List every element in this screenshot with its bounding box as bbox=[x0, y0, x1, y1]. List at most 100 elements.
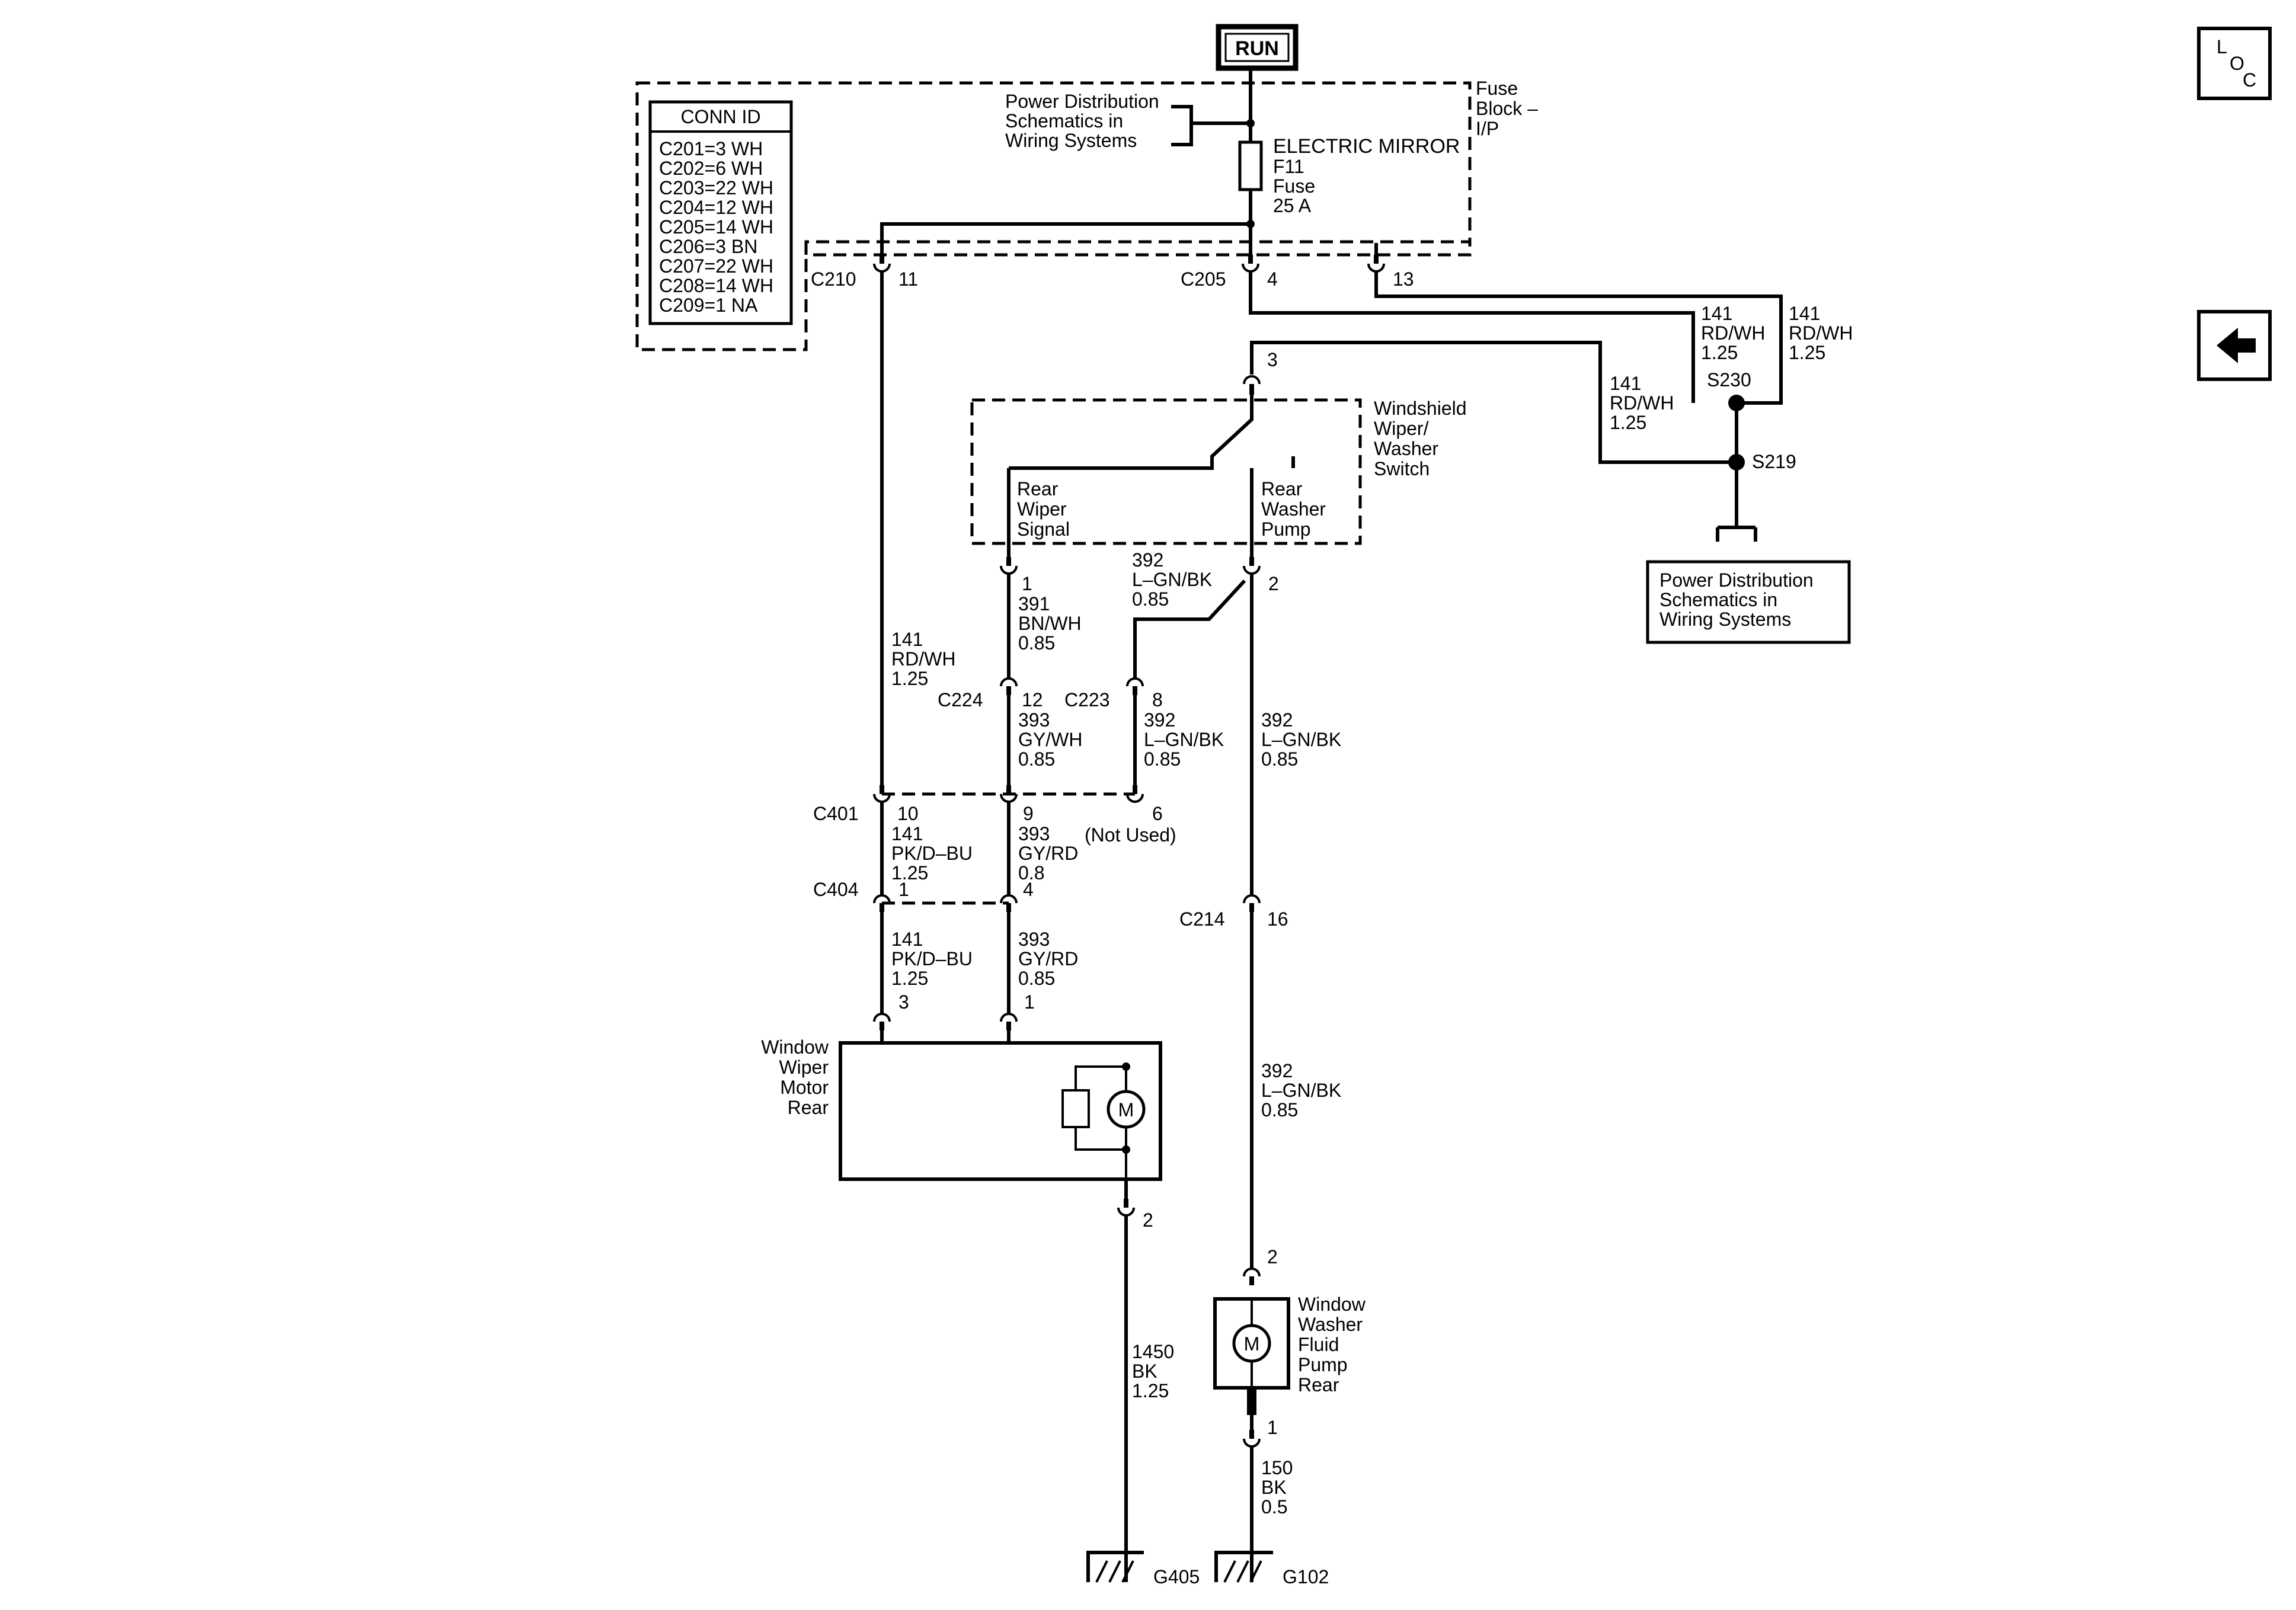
wire-label: RD/WH bbox=[1701, 322, 1765, 344]
wire-label: 141 bbox=[891, 629, 923, 650]
conn-id-title: CONN ID bbox=[680, 106, 760, 127]
motor-pin2-icon bbox=[1117, 1207, 1135, 1217]
motor-symbol: M bbox=[1118, 1099, 1134, 1121]
conn-id-entry: C205=14 WH bbox=[659, 216, 773, 238]
wire-label: 1.25 bbox=[891, 968, 928, 989]
connector-symbols bbox=[873, 255, 1385, 1448]
loc-letter-c: C bbox=[2243, 69, 2256, 91]
wiper-motor-rear: Window Wiper Motor Rear M bbox=[761, 1036, 1162, 1181]
switch-pin1: 1 bbox=[1022, 573, 1032, 594]
g405-label: G405 bbox=[1153, 1566, 1200, 1587]
wire-label: L–GN/BK bbox=[1144, 729, 1224, 750]
back-button[interactable] bbox=[2197, 310, 2272, 381]
motor-label-4: Rear bbox=[788, 1097, 829, 1118]
splice-s230: S230 bbox=[1707, 369, 1751, 391]
pd-reference-box: Power Distribution Schematics in Wiring … bbox=[1646, 560, 1851, 644]
c404-label: C404 bbox=[813, 879, 859, 900]
pump-label-2: Washer bbox=[1298, 1314, 1363, 1335]
g102-label: G102 bbox=[1283, 1566, 1329, 1587]
pump-pin2: 2 bbox=[1267, 1246, 1278, 1267]
connector-c404-pin4-icon bbox=[1000, 894, 1018, 904]
wires bbox=[880, 68, 1783, 1582]
fuse-block-label-2: Block – bbox=[1476, 98, 1538, 119]
motor-label-1: Window bbox=[761, 1036, 829, 1058]
switch-label-1: Windshield bbox=[1374, 398, 1467, 419]
pd-ref-line-1: Power Distribution bbox=[1005, 91, 1159, 112]
fuse-line-1: ELECTRIC MIRROR bbox=[1273, 135, 1460, 158]
wire-label: 1.25 bbox=[1701, 342, 1738, 363]
c214-pin: 16 bbox=[1267, 908, 1288, 930]
c224-label: C224 bbox=[938, 689, 983, 710]
fuse-line-2: F11 bbox=[1273, 156, 1304, 177]
connector-labels: C210 11 C205 4 13 3 1 2 C224 12 C223 8 C… bbox=[811, 268, 1414, 1438]
switch-label-2: Wiper/ bbox=[1374, 418, 1429, 439]
switch-pin3: 3 bbox=[1267, 349, 1278, 370]
c223-label: C223 bbox=[1064, 689, 1110, 710]
wire-label: RD/WH bbox=[1789, 322, 1853, 344]
c401-label: C401 bbox=[813, 803, 859, 824]
not-used-label: (Not Used) bbox=[1085, 824, 1176, 846]
wire-label: 1450 bbox=[1132, 1341, 1174, 1362]
wire-label: 393 bbox=[1018, 709, 1050, 731]
connector-c401-pin6-icon bbox=[1126, 793, 1144, 803]
washer-pump-rear: M Window Washer Fluid Pump Rear bbox=[1213, 1294, 1366, 1415]
pd-box-line-1: Power Distribution bbox=[1659, 569, 1814, 591]
wire-label: GY/WH bbox=[1018, 729, 1082, 750]
connector-c404-pin1-icon bbox=[873, 894, 891, 904]
c401-pin10: 10 bbox=[897, 803, 919, 824]
switch-pin2-icon bbox=[1243, 565, 1261, 575]
connector-c223-icon bbox=[1126, 677, 1144, 687]
conn-id-entry: C201=3 WH bbox=[659, 138, 763, 159]
pump-label-4: Pump bbox=[1298, 1354, 1348, 1375]
rear-wiper-line-3: Signal bbox=[1017, 518, 1070, 540]
rear-wiper-line-1: Rear bbox=[1017, 478, 1059, 500]
ground-icon bbox=[1223, 1560, 1262, 1583]
conn-id-entry: C208=14 WH bbox=[659, 275, 773, 296]
wire-label: BK bbox=[1132, 1361, 1157, 1382]
c404-pin4: 4 bbox=[1023, 879, 1034, 900]
motor-icon bbox=[1107, 1090, 1146, 1129]
connector-c401-pin9-icon bbox=[1000, 793, 1018, 803]
switch-pin1-icon bbox=[1000, 565, 1018, 575]
motor-pin1-icon bbox=[1000, 1013, 1018, 1022]
wire-label: 141 bbox=[1701, 303, 1732, 324]
connector-c210-icon bbox=[873, 263, 891, 273]
ground-g405: G405 bbox=[1086, 1551, 1200, 1587]
connector-c205-pin13-icon bbox=[1367, 263, 1385, 273]
wire-label: 392 bbox=[1144, 709, 1175, 731]
conn-id-entry: C207=22 WH bbox=[659, 255, 773, 277]
wire-label: 0.85 bbox=[1018, 632, 1055, 654]
switch-label-3: Washer bbox=[1374, 438, 1438, 459]
wire-label: 0.85 bbox=[1132, 588, 1169, 610]
wire-label: GY/RD bbox=[1018, 948, 1078, 969]
wire-label: BN/WH bbox=[1018, 613, 1082, 634]
c401-pin6: 6 bbox=[1152, 803, 1163, 824]
motor-pin3-icon bbox=[873, 1013, 891, 1022]
pump-label-3: Fluid bbox=[1298, 1334, 1339, 1355]
conn-id-entry: C204=12 WH bbox=[659, 197, 773, 218]
run-power-source: RUN bbox=[1216, 24, 1299, 71]
switch-pin2: 2 bbox=[1268, 573, 1279, 594]
c205-pin4: 4 bbox=[1267, 268, 1278, 290]
motor-pin2: 2 bbox=[1143, 1209, 1153, 1231]
arrow-left-icon bbox=[2217, 328, 2256, 363]
pump-label-1: Window bbox=[1298, 1294, 1366, 1315]
c404-pin1: 1 bbox=[898, 879, 909, 900]
c401-pin9: 9 bbox=[1023, 803, 1034, 824]
wire-label: 1.25 bbox=[1789, 342, 1825, 363]
connector-c214-icon bbox=[1243, 894, 1261, 904]
wire-label: 0.85 bbox=[1018, 968, 1055, 989]
wire-label: 393 bbox=[1018, 929, 1050, 950]
ground-g102: G102 bbox=[1214, 1551, 1329, 1587]
loc-button[interactable]: L O C bbox=[2197, 27, 2272, 100]
pump-pin1: 1 bbox=[1267, 1417, 1278, 1438]
splice-s219: S219 bbox=[1752, 451, 1796, 472]
wire-labels: 141 RD/WH 1.25 141 RD/WH 1.25 141 RD/WH … bbox=[891, 303, 1853, 1518]
wire-label: 0.85 bbox=[1144, 748, 1181, 770]
wire-label: 391 bbox=[1018, 593, 1050, 614]
fuse-f11-icon bbox=[1238, 140, 1263, 191]
rear-washer-line-1: Rear bbox=[1261, 478, 1303, 500]
wire-label: L–GN/BK bbox=[1261, 729, 1341, 750]
wire-label: PK/D–BU bbox=[891, 843, 973, 864]
wire-label: GY/RD bbox=[1018, 843, 1078, 864]
